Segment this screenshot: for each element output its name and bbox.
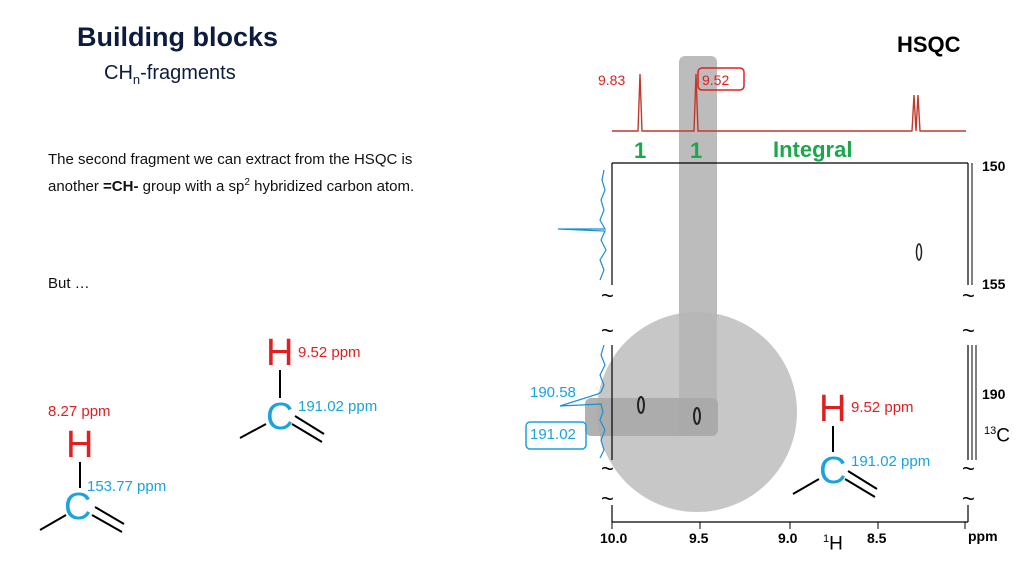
cross-peak-9-83 (637, 396, 645, 414)
fragment-right-c: C (819, 450, 847, 492)
fragment-right-h: H (819, 388, 847, 430)
carbon-projection-lower (559, 344, 606, 459)
axis-break-left-3: ~ (601, 456, 614, 481)
peak-label-9-83: 9.83 (598, 72, 626, 88)
peak-label-9-52: 9.52 (702, 72, 730, 88)
h-axis-unit: ppm (968, 528, 998, 544)
integral-value-1: 1 (634, 138, 647, 163)
fragment-right-c-shift: 191.02 ppm (851, 453, 931, 470)
c-shift-box (525, 421, 587, 450)
fragment-left-c-shift: 153.77 ppm (87, 478, 167, 495)
hsqc-label: HSQC (897, 32, 961, 57)
fragment-left-h: H (66, 424, 94, 466)
integral-value-2: 1 (690, 138, 703, 163)
proton-spectrum-trace (612, 73, 966, 132)
slide-title: Building blocks (77, 22, 279, 52)
fragment-middle-h: H (266, 332, 294, 374)
c-shift-label-190-58: 190.58 (530, 384, 576, 401)
fragment-middle-h-shift: 9.52 ppm (298, 344, 361, 361)
h-axis-tick-10-0: 10.0 (600, 530, 628, 546)
h-axis-tick-8-5: 8.5 (867, 530, 887, 546)
fragment-left-h-shift: 8.27 ppm (48, 403, 111, 420)
highlight-vertical-bar (679, 56, 717, 436)
fragment-middle-c-shift: 191.02 ppm (298, 398, 378, 415)
axis-break-left-2: ~ (601, 318, 614, 343)
c-axis-tick-150: 150 (982, 158, 1006, 174)
slide-subtitle: CHn-fragments (104, 62, 236, 87)
axis-break-right-1: ~ (962, 283, 975, 308)
cross-peak-9-52 (693, 407, 701, 425)
peak-label-box (697, 67, 745, 91)
fragment-middle-c: C (266, 396, 294, 438)
h-axis-label: 1H (823, 533, 843, 555)
c-axis-label: 13C (984, 425, 1010, 447)
axis-break-right-2: ~ (962, 318, 975, 343)
axis-break-right-4: ~ (962, 486, 975, 511)
highlight-horizontal-bar (585, 398, 718, 436)
carbon-projection-upper (557, 169, 607, 281)
integral-label: Integral (773, 137, 853, 162)
c-axis-tick-190: 190 (982, 386, 1006, 402)
c-shift-label-191-02: 191.02 (530, 426, 576, 443)
fragment-right-h-shift: 9.52 ppm (851, 399, 914, 416)
but-text: But … (48, 275, 90, 292)
description-paragraph: The second fragment we can extract from … (48, 151, 415, 195)
axis-break-right-3: ~ (962, 456, 975, 481)
c-axis-tick-155: 155 (982, 276, 1006, 292)
axis-break-left-4: ~ (601, 486, 614, 511)
cross-peak-8-27 (915, 243, 923, 261)
h-axis-tick-9-0: 9.0 (778, 530, 798, 546)
axis-break-left-1: ~ (601, 283, 614, 308)
h-axis-tick-9-5: 9.5 (689, 530, 709, 546)
fragment-left-c: C (64, 486, 92, 528)
